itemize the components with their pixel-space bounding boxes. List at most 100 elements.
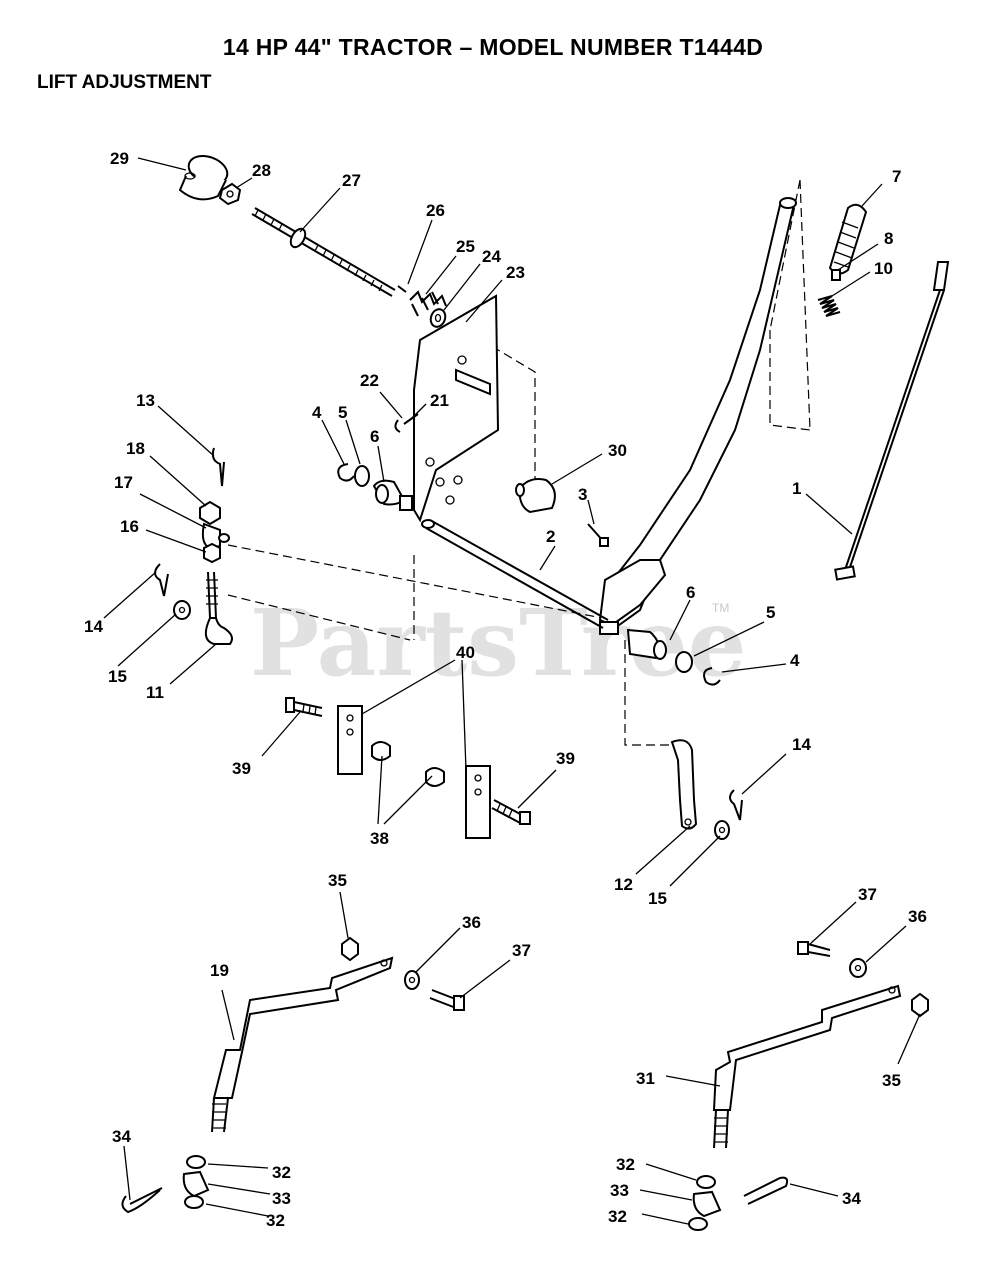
part-37-bolt-right[interactable] [797,941,831,957]
part-32-nut-left-top[interactable] [186,1155,206,1169]
part-11-link-rod[interactable] [204,571,233,645]
part-16-nut[interactable] [203,542,221,564]
callout-26: 26 [426,201,445,220]
part-32-nut-left-bottom[interactable] [184,1195,204,1209]
dashed-guides [227,179,811,746]
part-39-bolt-left[interactable] [285,697,323,717]
part-38-spacer-right[interactable] [425,767,445,787]
part-33-clevis-right[interactable] [692,1190,722,1218]
part-33-clevis-left[interactable] [182,1170,210,1198]
callout-25: 25 [456,237,475,256]
part-21-pin[interactable] [403,413,419,425]
callout-30: 30 [608,441,627,460]
part-4-clip-right[interactable] [703,667,721,686]
part-32-nut-right-top[interactable] [696,1175,716,1189]
part-5-washer-left[interactable] [354,465,370,487]
lift-handle-lever[interactable] [598,197,797,635]
callout-labels: 29 28 27 26 25 24 23 7 8 10 22 21 13 4 5… [84,149,927,1230]
callout-31: 31 [636,1069,655,1088]
part-15-washer-left[interactable] [173,600,191,620]
part-25-spring[interactable] [409,290,447,317]
part-28-nut[interactable] [218,182,242,206]
callout-37-right: 37 [858,885,877,904]
part-34-clip-left[interactable] [121,1187,163,1214]
part-36-washer-right[interactable] [849,958,867,978]
part-3-pin[interactable] [587,523,609,547]
callout-37-left: 37 [512,941,531,960]
part-10-spring[interactable] [817,295,841,317]
callout-29: 29 [110,149,129,168]
callout-35-right: 35 [882,1071,901,1090]
part-29-knob[interactable] [178,151,231,201]
part-14-clip-right[interactable] [729,789,743,821]
callout-8: 8 [884,229,893,248]
part-40-plate-left[interactable] [337,705,363,775]
callout-7: 7 [892,167,901,186]
callout-17: 17 [114,473,133,492]
part-18-nut[interactable] [199,500,221,526]
callout-32-left-bottom: 32 [266,1211,285,1230]
part-22-clip[interactable] [394,419,401,433]
part-24-washer[interactable] [428,307,447,329]
part-36-washer-left[interactable] [404,970,420,990]
callout-33-right: 33 [610,1181,629,1200]
part-26-pin[interactable] [397,285,407,293]
callout-38: 38 [370,829,389,848]
part-1-rod[interactable] [834,261,950,581]
part-39-bolt-right[interactable] [491,799,531,825]
callout-4-right: 4 [790,651,800,670]
callout-28: 28 [252,161,271,180]
part-32-nut-right-bottom[interactable] [688,1217,708,1231]
callout-24: 24 [482,247,501,266]
callout-32-left-top: 32 [272,1163,291,1182]
callout-15-right: 15 [648,889,667,908]
part-34-clip-right[interactable] [743,1176,789,1205]
part-15-washer-right[interactable] [714,820,730,840]
watermark-trademark: TM [712,601,729,615]
callout-34-right: 34 [842,1189,861,1208]
part-30-bushing[interactable] [515,478,556,514]
part-6-bushing-right[interactable] [626,628,667,660]
part-4-clip-left[interactable] [337,463,355,482]
callout-12: 12 [614,875,633,894]
callout-15-left: 15 [108,667,127,686]
part-6-bushing-left[interactable] [372,479,413,511]
callout-4-left: 4 [312,403,322,422]
part-37-bolt-left[interactable] [429,989,465,1011]
part-8-ferrule[interactable] [831,269,841,281]
part-38-spacer-left[interactable] [371,741,391,761]
part-35-nut-right[interactable] [911,992,929,1018]
page-title: 14 HP 44" TRACTOR – MODEL NUMBER T1444D [222,34,764,60]
section-title: LIFT ADJUSTMENT [37,72,212,93]
callout-1: 1 [792,479,801,498]
part-40-plate-right[interactable] [465,765,491,839]
callout-5-left: 5 [338,403,347,422]
callout-16: 16 [120,517,139,536]
part-14-clip-left[interactable] [154,563,169,597]
callout-22: 22 [360,371,379,390]
part-19-lift-arm-left[interactable] [211,956,394,1133]
leader-lines [103,157,921,1225]
callout-34-left: 34 [112,1127,131,1146]
callout-32-right-top: 32 [616,1155,635,1174]
watermark: PartsTree [250,589,746,697]
part-12-link[interactable] [670,739,698,830]
bracket-plate[interactable] [413,294,500,523]
part-31-lift-arm-right[interactable] [712,984,902,1149]
callout-5-right: 5 [766,603,775,622]
callout-19: 19 [210,961,229,980]
callout-13: 13 [136,391,155,410]
part-17-clevis[interactable] [201,522,230,550]
callout-6-right: 6 [686,583,695,602]
part-27-threaded-rod[interactable] [251,207,396,297]
part-5-washer-right[interactable] [675,651,693,673]
part-13-clip[interactable] [211,447,225,487]
callout-36-left: 36 [462,913,481,932]
callout-14-right: 14 [792,735,811,754]
callout-21: 21 [430,391,449,410]
part-35-nut-left[interactable] [341,936,359,962]
part-2-shaft[interactable] [421,519,609,629]
callout-39-left: 39 [232,759,251,778]
callout-18: 18 [126,439,145,458]
